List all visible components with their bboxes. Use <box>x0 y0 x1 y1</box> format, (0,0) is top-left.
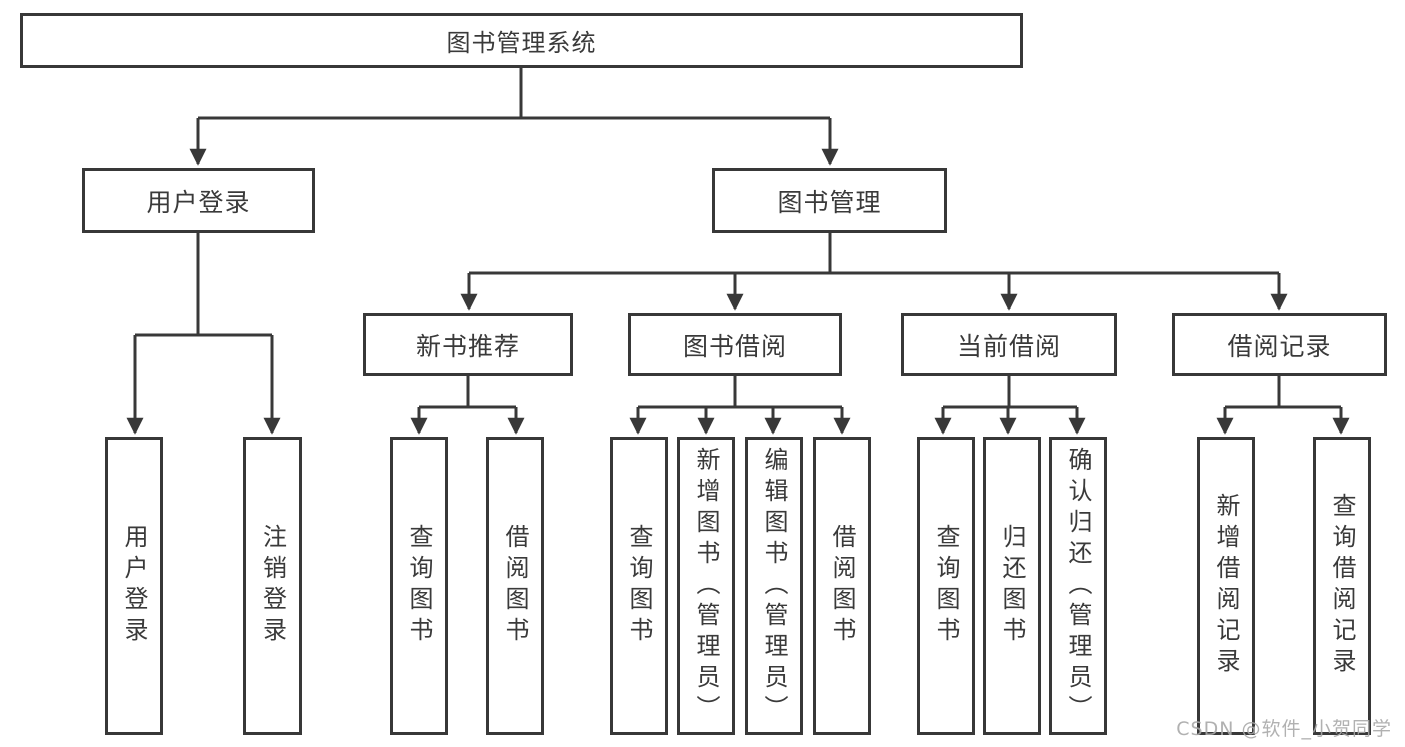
node-book-borrowing: 图书借阅 <box>628 313 842 376</box>
leaf-nb-borrow-books: 借阅图书 <box>486 437 544 735</box>
leaf-br-add-borrow-record: 新增借阅记录 <box>1197 437 1255 735</box>
leaf-bb-add-books-admin: 新增图书（管理员） <box>677 437 735 735</box>
leaf-nb-query-books: 查询图书 <box>390 437 448 735</box>
leaf-bb-edit-books-admin: 编辑图书（管理员） <box>745 437 803 735</box>
leaf-user-login: 用户登录 <box>105 437 163 735</box>
leaf-bb-borrow-books: 借阅图书 <box>813 437 871 735</box>
csdn-watermark: CSDN @软件_小贺同学 <box>1176 718 1392 740</box>
leaf-bb-query-books: 查询图书 <box>610 437 668 735</box>
node-borrow-records: 借阅记录 <box>1172 313 1387 376</box>
leaf-logout: 注销登录 <box>243 437 302 735</box>
leaf-cb-confirm-return-admin: 确认归还（管理员） <box>1049 437 1107 735</box>
node-book-management: 图书管理 <box>712 168 947 233</box>
leaf-cb-query-books: 查询图书 <box>917 437 975 735</box>
leaf-cb-return-books: 归还图书 <box>983 437 1041 735</box>
node-current-borrowing: 当前借阅 <box>901 313 1117 376</box>
leaf-br-query-borrow-record: 查询借阅记录 <box>1313 437 1371 735</box>
node-library-management-system: 图书管理系统 <box>20 13 1023 68</box>
node-new-book-recommendation: 新书推荐 <box>363 313 573 376</box>
node-user-login: 用户登录 <box>82 168 315 233</box>
